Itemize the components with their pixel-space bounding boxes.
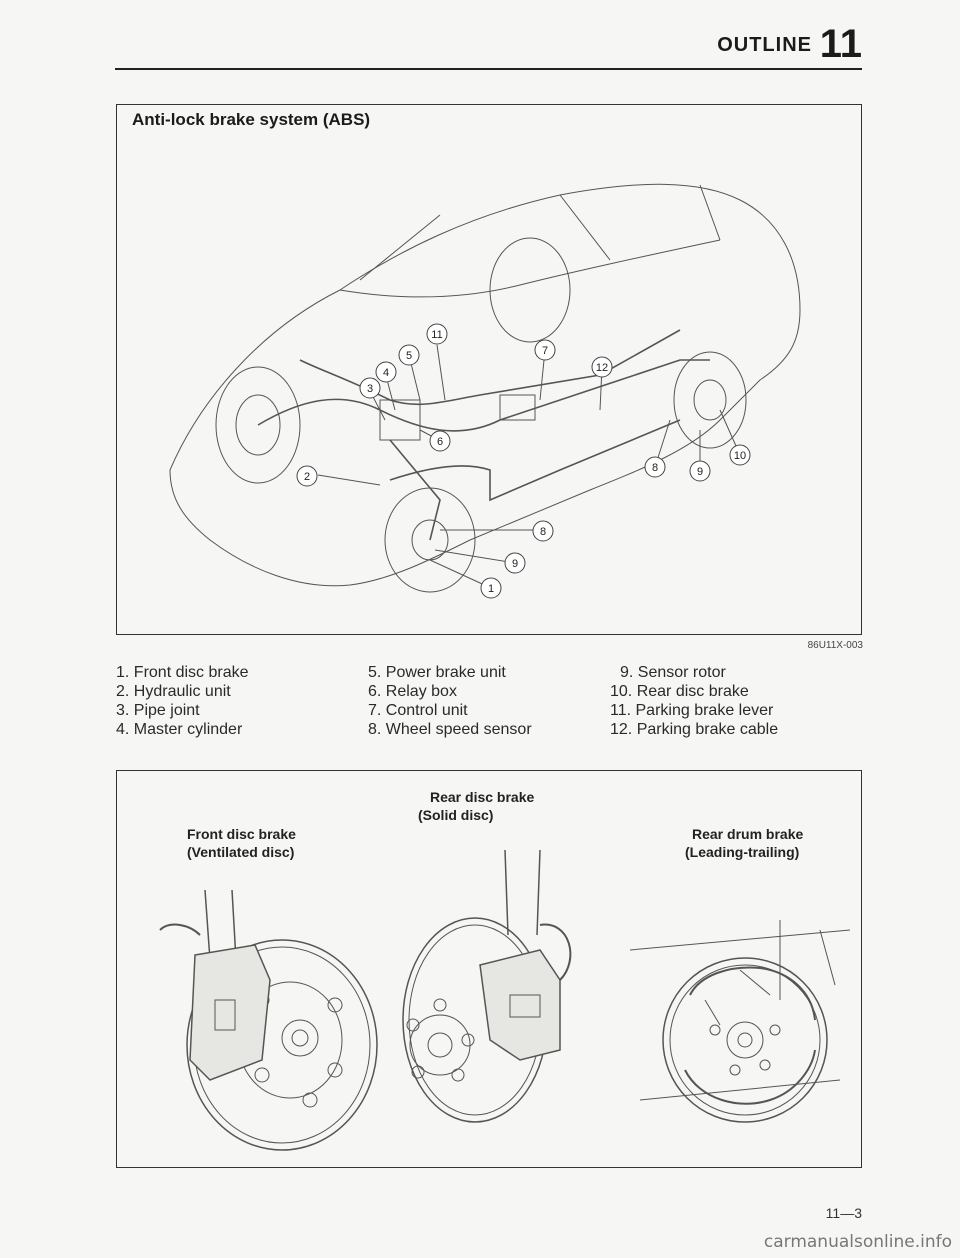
callout-6: 6: [429, 430, 451, 452]
legend-item: 8. Wheel speed sensor: [368, 721, 532, 738]
callout-10-label: 10: [734, 450, 746, 462]
brakes-figure-frame: [116, 770, 862, 1168]
legend-item: 4. Master cylinder: [116, 721, 243, 738]
abs-figure-title: Anti-lock brake system (ABS): [132, 110, 371, 129]
rear-disc-caption: Rear disc brake (Solid disc): [418, 788, 534, 824]
callout-8-rear-label: 8: [652, 462, 658, 474]
front-disc-caption-line2: (Ventilated disc): [187, 844, 295, 860]
callout-12: 12: [591, 356, 613, 378]
callout-7-label: 7: [542, 345, 548, 357]
legend-item: 7. Control unit: [368, 702, 468, 719]
legend-item: 12. Parking brake cable: [610, 721, 779, 738]
front-disc-caption: Front disc brake (Ventilated disc): [187, 825, 296, 861]
callout-8-front: 8: [532, 520, 554, 542]
section-title: OUTLINE: [717, 34, 812, 56]
figure-code: 86U11X-003: [807, 640, 863, 651]
callout-9-rear-label: 9: [697, 466, 703, 478]
watermark-text: carmanualsonline.info: [763, 1232, 952, 1252]
rear-drum-caption: Rear drum brake (Leading-trailing): [685, 825, 803, 861]
callout-2-label: 2: [304, 471, 310, 483]
callout-12-label: 12: [596, 362, 608, 374]
callout-3-label: 3: [367, 383, 373, 395]
callout-1-label: 1: [488, 583, 494, 595]
callout-4-label: 4: [383, 367, 389, 379]
callout-5: 5: [398, 344, 420, 366]
callout-3: 3: [359, 377, 381, 399]
callout-6-label: 6: [437, 436, 443, 448]
front-disc-caption-line1: Front disc brake: [187, 826, 296, 842]
callout-8-rear: 8: [644, 456, 666, 478]
legend-item: 2. Hydraulic unit: [116, 683, 231, 700]
callout-10: 10: [729, 444, 751, 466]
rear-disc-caption-line2: (Solid disc): [418, 807, 494, 823]
abs-figure-frame: [116, 104, 862, 635]
legend-item: 11. Parking brake lever: [610, 702, 774, 719]
callout-1: 1: [480, 577, 502, 599]
legend-item: 10. Rear disc brake: [610, 683, 749, 700]
header-rule: [115, 68, 862, 70]
legend-item: 9. Sensor rotor: [620, 664, 726, 681]
callout-7: 7: [534, 339, 556, 361]
section-number: 11: [819, 22, 862, 66]
legend-item: 5. Power brake unit: [368, 664, 506, 681]
callout-9-front: 9: [504, 552, 526, 574]
callout-9-front-label: 9: [512, 558, 518, 570]
callout-8-front-label: 8: [540, 526, 546, 538]
legend-item: 6. Relay box: [368, 683, 457, 700]
callout-4: 4: [375, 361, 397, 383]
callout-5-label: 5: [406, 350, 412, 362]
rear-disc-caption-line1: Rear disc brake: [430, 789, 535, 805]
legend-item: 1. Front disc brake: [116, 664, 249, 681]
rear-drum-caption-line1: Rear drum brake: [692, 826, 804, 842]
legend-column-3: 9. Sensor rotor 10. Rear disc brake 11. …: [610, 663, 778, 739]
legend-column-2: 5. Power brake unit 6. Relay box 7. Cont…: [368, 663, 532, 739]
callout-2: 2: [296, 465, 318, 487]
callout-9-rear: 9: [689, 460, 711, 482]
callout-11: 11: [426, 323, 448, 345]
legend-column-1: 1. Front disc brake 2. Hydraulic unit 3.…: [116, 663, 249, 739]
callout-11-label: 11: [431, 329, 442, 341]
page-number: 11—3: [825, 1205, 862, 1221]
legend-item: 3. Pipe joint: [116, 702, 200, 719]
rear-drum-caption-line2: (Leading-trailing): [685, 844, 800, 860]
